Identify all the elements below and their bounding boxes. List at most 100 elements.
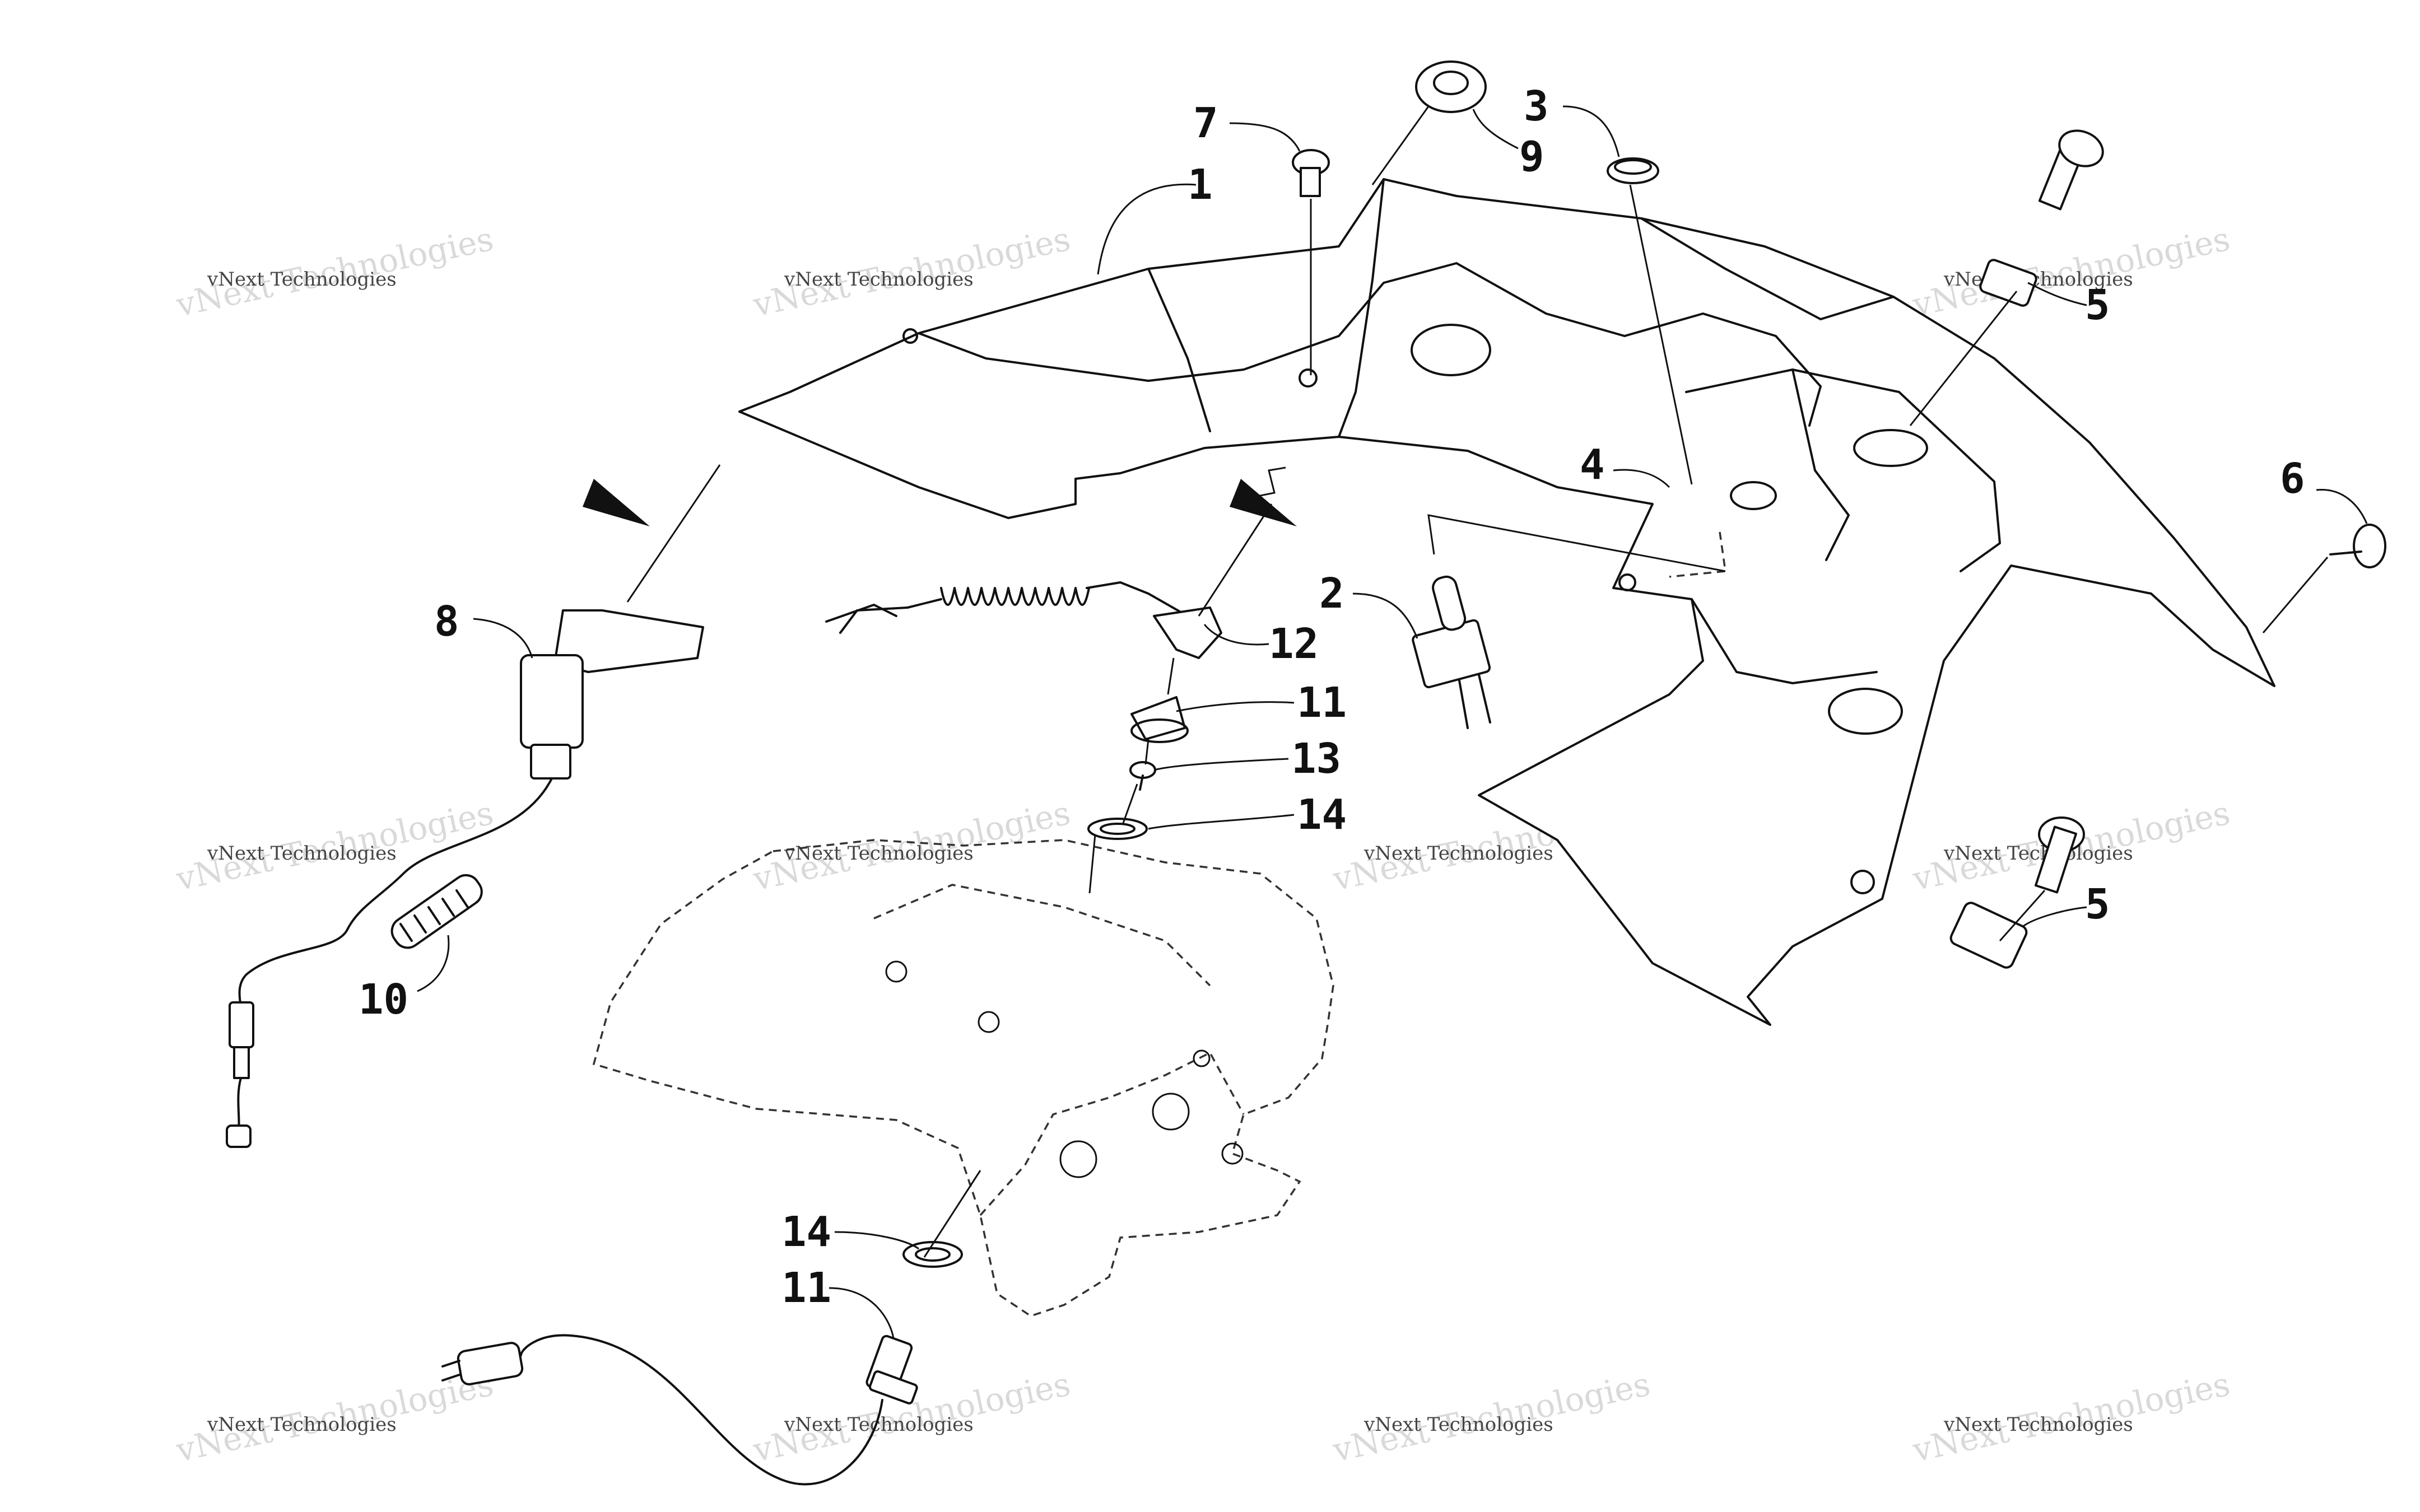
callout-11b: 11: [781, 1264, 831, 1312]
boot-body: [1130, 696, 1186, 740]
tether-cord: [825, 581, 1222, 659]
leader-2-axis: [1427, 514, 1726, 572]
ignition-switch: [346, 609, 704, 931]
washer-hole: [915, 1247, 951, 1262]
callouts: 1 2 3 4 5 5 6 7 8 9 10 11 11 12 13 14 14: [359, 82, 2305, 1312]
grommet: [1607, 157, 1659, 184]
callout-14a: 14: [1297, 791, 1347, 839]
leader-3-axis: [1629, 184, 1693, 485]
console-surface-line: [1791, 368, 1850, 561]
ignition-cable: [226, 928, 348, 1148]
cable-end-cap: [226, 1124, 252, 1148]
sleeve-body: [390, 874, 483, 949]
watermark-small: vNext Technologies: [207, 1413, 397, 1436]
harness-connector: [457, 1342, 524, 1385]
console-mount-hole: [1850, 870, 1875, 894]
tether-cap: [1153, 606, 1222, 659]
leader-5-upper: [2027, 282, 2087, 306]
callout-3: 3: [1524, 82, 1549, 130]
ignition-lead: [346, 777, 553, 931]
console-mount-hole: [1299, 368, 1318, 388]
cable-thread: [233, 1046, 250, 1079]
speed-nut: [1949, 902, 2028, 969]
console-surface-line: [1685, 368, 2001, 572]
console-hole: [1828, 688, 1903, 735]
screw-shank: [1139, 774, 1144, 791]
console-hole: [1730, 481, 1777, 510]
leader-5-lower: [2022, 906, 2087, 928]
chassis-hole: [1221, 1142, 1244, 1165]
grommet-inner: [1614, 159, 1652, 175]
leader-9-axis: [1371, 106, 1430, 185]
watermark: vNext Technologies vNext Technologies: [750, 1365, 1074, 1469]
callout-10: 10: [359, 976, 408, 1024]
console-mount-hole: [1618, 573, 1636, 591]
callout-4: 4: [1580, 441, 1605, 489]
leader-14-lower: [834, 1231, 919, 1250]
rubber-boot-upper: [1130, 696, 1189, 743]
leader-11-lower: [829, 1287, 895, 1339]
washer-upper: [1087, 818, 1148, 840]
leader-14-upper: [1148, 814, 1295, 830]
chassis-inner: [873, 884, 1211, 987]
arrow-icon: [1230, 479, 1297, 526]
switch-nut: [868, 1370, 918, 1404]
watermark-small: vNext Technologies: [784, 842, 974, 865]
console-surface-line: [1640, 217, 1895, 320]
callout-6: 6: [2280, 455, 2305, 503]
leader-6: [2316, 488, 2368, 524]
callout-5a: 5: [2085, 281, 2110, 329]
callout-7: 7: [1193, 99, 1218, 147]
tether-line: [906, 581, 1189, 617]
boot-base: [1130, 718, 1189, 743]
leader-8: [473, 618, 533, 659]
nut-body: [1415, 60, 1487, 113]
callout-12: 12: [1269, 620, 1319, 668]
callout-2: 2: [1319, 570, 1344, 618]
callout-1: 1: [1188, 161, 1213, 209]
direction-arrows: [583, 479, 1297, 526]
chassis-outline: [592, 839, 1334, 1317]
watermark-small: vNext Technologies: [207, 842, 397, 865]
arrow-icon: [583, 479, 650, 526]
watermark-small: vNext Technologies: [1363, 842, 1553, 865]
toggle-switch-lever: [1432, 575, 1467, 631]
harness-pin: [441, 1360, 460, 1382]
rivet-head: [2353, 524, 2386, 568]
watermark: vNext Technologies vNext Technologies: [173, 220, 497, 324]
watermark: vNext Technologies vNext Technologies: [750, 794, 1074, 898]
clip-lower: [1949, 816, 2085, 969]
leader-8-axis: [626, 464, 721, 603]
console-mount-hole: [902, 328, 918, 344]
callout-11a: 11: [1297, 679, 1347, 727]
leader-12: [1203, 624, 1269, 646]
leader-5-lower-axis: [1999, 890, 2046, 941]
lower-switch-harness: [441, 1334, 918, 1486]
watermark-small: vNext Technologies: [1363, 1413, 1553, 1436]
watermark-small: vNext Technologies: [1943, 1413, 2133, 1436]
leader-13: [1153, 758, 1289, 771]
screw-shank: [2034, 825, 2078, 894]
chassis-hole: [1193, 1049, 1211, 1067]
console-hole: [1853, 429, 1928, 467]
tether-clip: [825, 604, 909, 634]
leader-chassis-axis: [1088, 834, 1096, 894]
leader-1: [1097, 183, 1197, 275]
leader-lines: [417, 105, 2368, 1339]
washer-hole: [1100, 823, 1135, 835]
console-hole: [1411, 324, 1491, 376]
leader-11-upper: [1176, 701, 1295, 712]
leader-3: [1562, 105, 1620, 157]
leader-4: [1613, 469, 1670, 488]
chassis-inner: [979, 1051, 1245, 1216]
screw-head: [2058, 129, 2104, 167]
chassis-hole: [1152, 1093, 1190, 1131]
console-surface-line: [1691, 598, 1878, 684]
watermark: vNext Technologies vNext Technologies: [173, 1365, 497, 1469]
callout-8: 8: [434, 598, 459, 646]
cable-connector: [229, 1001, 254, 1048]
watermark: vNext Technologies vNext Technologies: [1909, 1365, 2233, 1469]
leader-6-axis: [2262, 557, 2329, 633]
watermark: vNext Technologies vNext Technologies: [173, 794, 497, 898]
clip-upper: [1979, 129, 2104, 307]
